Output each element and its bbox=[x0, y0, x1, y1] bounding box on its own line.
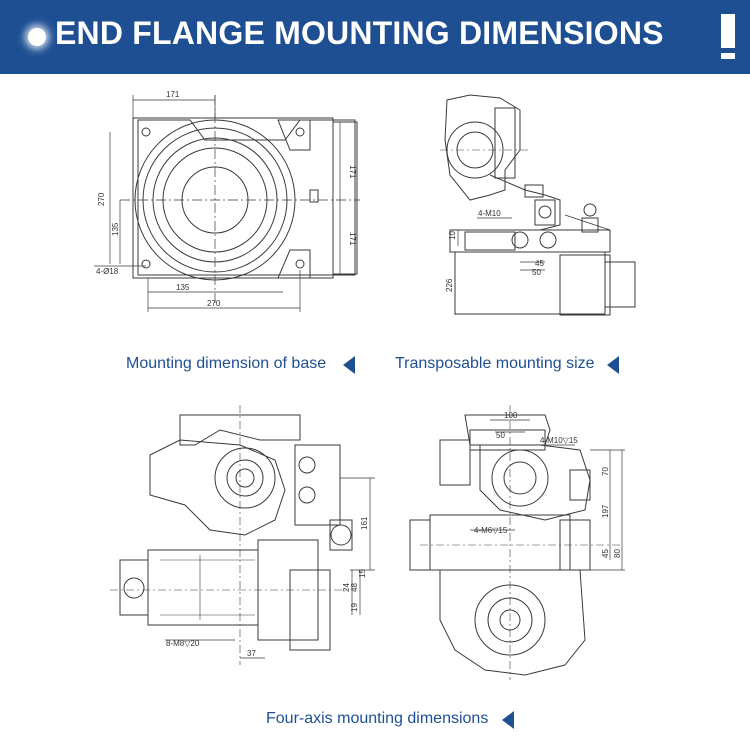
dim-base-holes: 4-Ø18 bbox=[96, 267, 119, 276]
caption-four-axis-arrow-icon bbox=[502, 711, 514, 729]
transposable-drawing bbox=[440, 94, 636, 316]
dim-left-48: 48 bbox=[350, 583, 359, 592]
dim-right-197: 197 bbox=[601, 504, 610, 518]
bullet-dot-icon bbox=[28, 28, 46, 46]
dim-trans-10: 10 bbox=[448, 231, 457, 240]
dim-trans-thread: 4-M10 bbox=[478, 209, 501, 218]
dim-right-thread-top: 4-M10▽15 bbox=[540, 436, 578, 445]
dim-right-80: 80 bbox=[613, 549, 622, 558]
dim-right-70: 70 bbox=[601, 467, 610, 476]
dim-right-100: 100 bbox=[504, 411, 518, 420]
dim-left-24: 24 bbox=[342, 583, 351, 592]
caption-transposable: Transposable mounting size bbox=[395, 355, 595, 372]
dim-base-bottom-outer: 270 bbox=[207, 299, 221, 308]
caption-base-arrow-icon bbox=[343, 356, 355, 374]
four-axis-right-drawing bbox=[409, 405, 625, 680]
page-title: END FLANGE MOUNTING DIMENSIONS bbox=[55, 15, 664, 51]
dim-base-left-inner: 135 bbox=[111, 222, 120, 236]
dim-right-45: 45 bbox=[601, 549, 610, 558]
dim-left-15: 15 bbox=[358, 569, 367, 578]
dim-base-left-outer: 270 bbox=[97, 192, 106, 206]
caption-base: Mounting dimension of base bbox=[126, 355, 327, 372]
dim-left-19: 19 bbox=[350, 603, 359, 612]
exclamation-icon bbox=[721, 14, 735, 48]
dim-trans-45: 45 bbox=[535, 259, 544, 268]
dim-base-top: 171 bbox=[166, 90, 180, 99]
dim-left-161: 161 bbox=[360, 516, 369, 530]
dim-trans-226: 226 bbox=[445, 278, 454, 292]
dim-base-bottom-inner: 135 bbox=[176, 283, 190, 292]
header-banner: END FLANGE MOUNTING DIMENSIONS bbox=[0, 0, 750, 74]
dim-base-right-bottom: 171 bbox=[348, 232, 357, 246]
caption-four-axis: Four-axis mounting dimensions bbox=[266, 710, 489, 727]
base-mounting-drawing bbox=[94, 95, 360, 312]
caption-transposable-arrow-icon bbox=[607, 356, 619, 374]
exclamation-dot bbox=[721, 53, 735, 59]
dim-trans-50: 50 bbox=[532, 268, 541, 277]
four-axis-left-drawing bbox=[110, 405, 375, 665]
dim-base-right-top: 171 bbox=[348, 165, 357, 179]
dim-right-thread-mid: 4-M6▽15 bbox=[474, 526, 508, 535]
dim-left-thread: 8-M8▽20 bbox=[166, 639, 200, 648]
dim-left-37: 37 bbox=[247, 649, 256, 658]
dim-right-50: 50 bbox=[496, 431, 505, 440]
